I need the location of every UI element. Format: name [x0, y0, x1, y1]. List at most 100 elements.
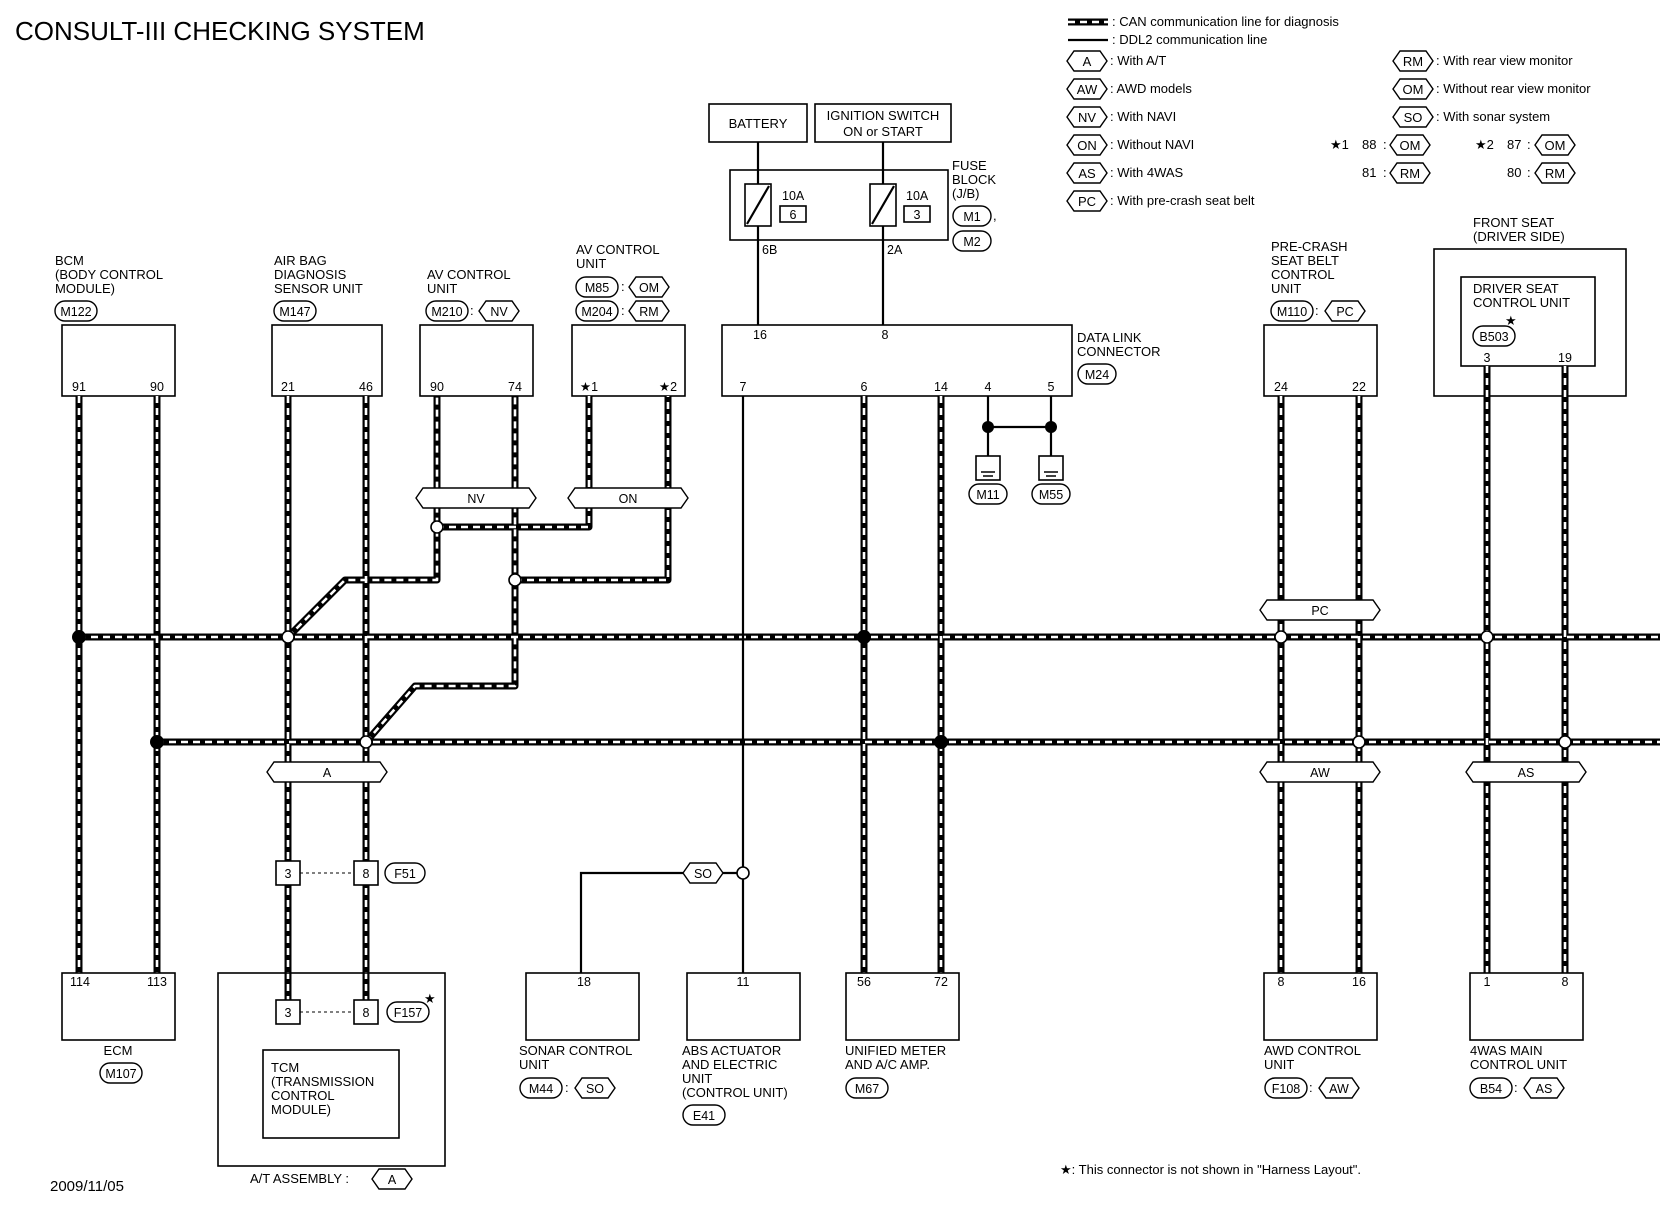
svg-text:M110: M110 — [1277, 305, 1307, 319]
legend-om: OM — [1392, 78, 1434, 100]
star2-pin-b: 80 — [1507, 165, 1521, 180]
svg-text:M204: M204 — [581, 305, 612, 319]
star1-pin-b: 81 — [1362, 165, 1376, 180]
legend-pc: PC — [1066, 190, 1108, 212]
svg-text:NV: NV — [467, 492, 485, 506]
av-nv-pin-74: 74 — [508, 380, 522, 394]
svg-text:F108: F108 — [1272, 1082, 1301, 1096]
airbag-label-2: DIAGNOSIS — [274, 267, 347, 282]
awd-label-2: UNIT — [1264, 1057, 1294, 1072]
svg-text:M67: M67 — [855, 1082, 879, 1096]
legend-rm-code: RM — [1403, 54, 1423, 69]
dlc-connector: M24 — [1077, 363, 1117, 385]
tag-aw: AW — [1259, 761, 1381, 783]
bcm-label-3: MODULE) — [55, 281, 115, 296]
av-control-unit-om-rm: AV CONTROL UNIT M85 : OM M204 : RM ★1 ★2 — [571, 242, 686, 397]
fuse-6-amps: 10A — [782, 189, 805, 203]
tag-a: A — [266, 761, 388, 783]
av-om-pin-star1: ★1 — [580, 380, 598, 394]
at-assembly-code: A — [371, 1168, 413, 1190]
tag-as: AS — [1465, 761, 1587, 783]
airbag-unit: AIR BAG DIAGNOSIS SENSOR UNIT M147 21 46 — [271, 253, 383, 397]
joint-connector-f51: 3 8 F51 — [275, 860, 426, 886]
splice-nodes — [72, 520, 1572, 880]
svg-text:OM: OM — [1545, 138, 1566, 153]
svg-text:AS: AS — [1518, 766, 1535, 780]
svg-text:M44: M44 — [529, 1082, 553, 1096]
svg-text::: : — [1309, 1080, 1313, 1095]
sonar-unit: 18 SONAR CONTROL UNIT M44 : SO — [519, 972, 640, 1099]
driver-seat-star: ★ — [1505, 313, 1517, 328]
can-wires — [75, 366, 1660, 1012]
legend-om-code: OM — [1403, 82, 1424, 97]
date-stamp: 2009/11/05 — [50, 1178, 124, 1195]
svg-text:M147: M147 — [279, 305, 310, 319]
ecm-pin-114: 114 — [70, 975, 90, 989]
sonar-pin-18: 18 — [577, 975, 591, 989]
dlc-pin-8: 8 — [882, 328, 889, 342]
star2-code-b: RM — [1534, 162, 1576, 184]
abs-label-1: ABS ACTUATOR — [682, 1043, 781, 1058]
awd-pin-16: 16 — [1352, 975, 1366, 989]
airbag-label-1: AIR BAG — [274, 253, 327, 268]
svg-text:RM: RM — [1400, 166, 1420, 181]
sonar-connector: M44 — [519, 1077, 563, 1099]
ddl2-wires — [579, 396, 745, 973]
bcm-unit: BCM (BODY CONTROL MODULE) M122 91 90 — [54, 253, 176, 397]
svg-text:ON: ON — [619, 492, 638, 506]
ignition-label-1: IGNITION SWITCH — [827, 108, 940, 123]
airbag-pin-21: 21 — [281, 380, 295, 394]
svg-text::: : — [621, 303, 625, 318]
airbag-connector: M147 — [273, 300, 317, 322]
abs-pin-11: 11 — [737, 975, 750, 989]
tag-nv: NV — [415, 487, 537, 509]
abs-connector: E41 — [682, 1104, 726, 1126]
fuse-6-number: 6 — [790, 208, 797, 222]
awd-code: AW — [1318, 1077, 1360, 1099]
svg-text:B54: B54 — [1480, 1082, 1502, 1096]
svg-text:NV: NV — [490, 305, 508, 319]
bcm-label-2: (BODY CONTROL — [55, 267, 163, 282]
footnote: ★: This connector is not shown in "Harne… — [1060, 1162, 1361, 1177]
ignition-label-2: ON or START — [843, 124, 923, 139]
ecm-connector: M107 — [99, 1062, 143, 1084]
precrash-label-2: SEAT BELT — [1271, 253, 1339, 268]
legend-so: SO — [1392, 106, 1434, 128]
star1-code-b: RM — [1389, 162, 1431, 184]
av-om-pin-star2: ★2 — [659, 380, 677, 394]
f51-pin-8: 8 — [363, 867, 370, 881]
legend-aw-code: AW — [1077, 82, 1098, 97]
precrash-connector: M110 — [1270, 300, 1314, 322]
fuse-connector-m1: M1 — [952, 205, 992, 227]
svg-text::: : — [1514, 1080, 1518, 1095]
ignition-switch-box — [814, 103, 952, 143]
legend-on: ON — [1066, 134, 1108, 156]
at-assembly-label: A/T ASSEMBLY : — [250, 1171, 349, 1186]
svg-text::: : — [1527, 137, 1531, 152]
legend-om-text: : Without rear view monitor — [1436, 81, 1591, 96]
airbag-pin-46: 46 — [359, 380, 373, 394]
legend-rm-text: : With rear view monitor — [1436, 53, 1573, 68]
battery-box — [708, 103, 808, 143]
svg-text:OM: OM — [639, 281, 659, 295]
driver-seat-pin-3: 3 — [1484, 351, 1491, 365]
av-control-unit-nv: AV CONTROL UNIT M210 : NV 90 74 — [419, 267, 534, 397]
airbag-label-3: SENSOR UNIT — [274, 281, 363, 296]
legend-ddl2-text: : DDL2 communication line — [1112, 32, 1267, 47]
svg-text::: : — [470, 303, 474, 318]
abs-label-4: (CONTROL UNIT) — [682, 1085, 788, 1100]
svg-text:,: , — [993, 208, 997, 223]
fourwas-code: AS — [1523, 1077, 1565, 1099]
svg-text:PC: PC — [1336, 305, 1353, 319]
svg-text:SO: SO — [694, 867, 712, 881]
precrash-label-3: CONTROL — [1271, 267, 1335, 282]
legend-aw-text: : AWD models — [1110, 81, 1192, 96]
front-seat-label-2: (DRIVER SIDE) — [1473, 229, 1565, 244]
dlc-label-1: DATA LINK — [1077, 330, 1142, 345]
svg-text:M24: M24 — [1085, 368, 1109, 382]
page-title: CONSULT-III CHECKING SYSTEM — [15, 16, 425, 46]
av-nv-label-2: UNIT — [427, 281, 457, 296]
svg-text:A: A — [323, 766, 332, 780]
star1-note-label: ★1 — [1330, 137, 1349, 152]
svg-text:AS: AS — [1536, 1082, 1553, 1096]
